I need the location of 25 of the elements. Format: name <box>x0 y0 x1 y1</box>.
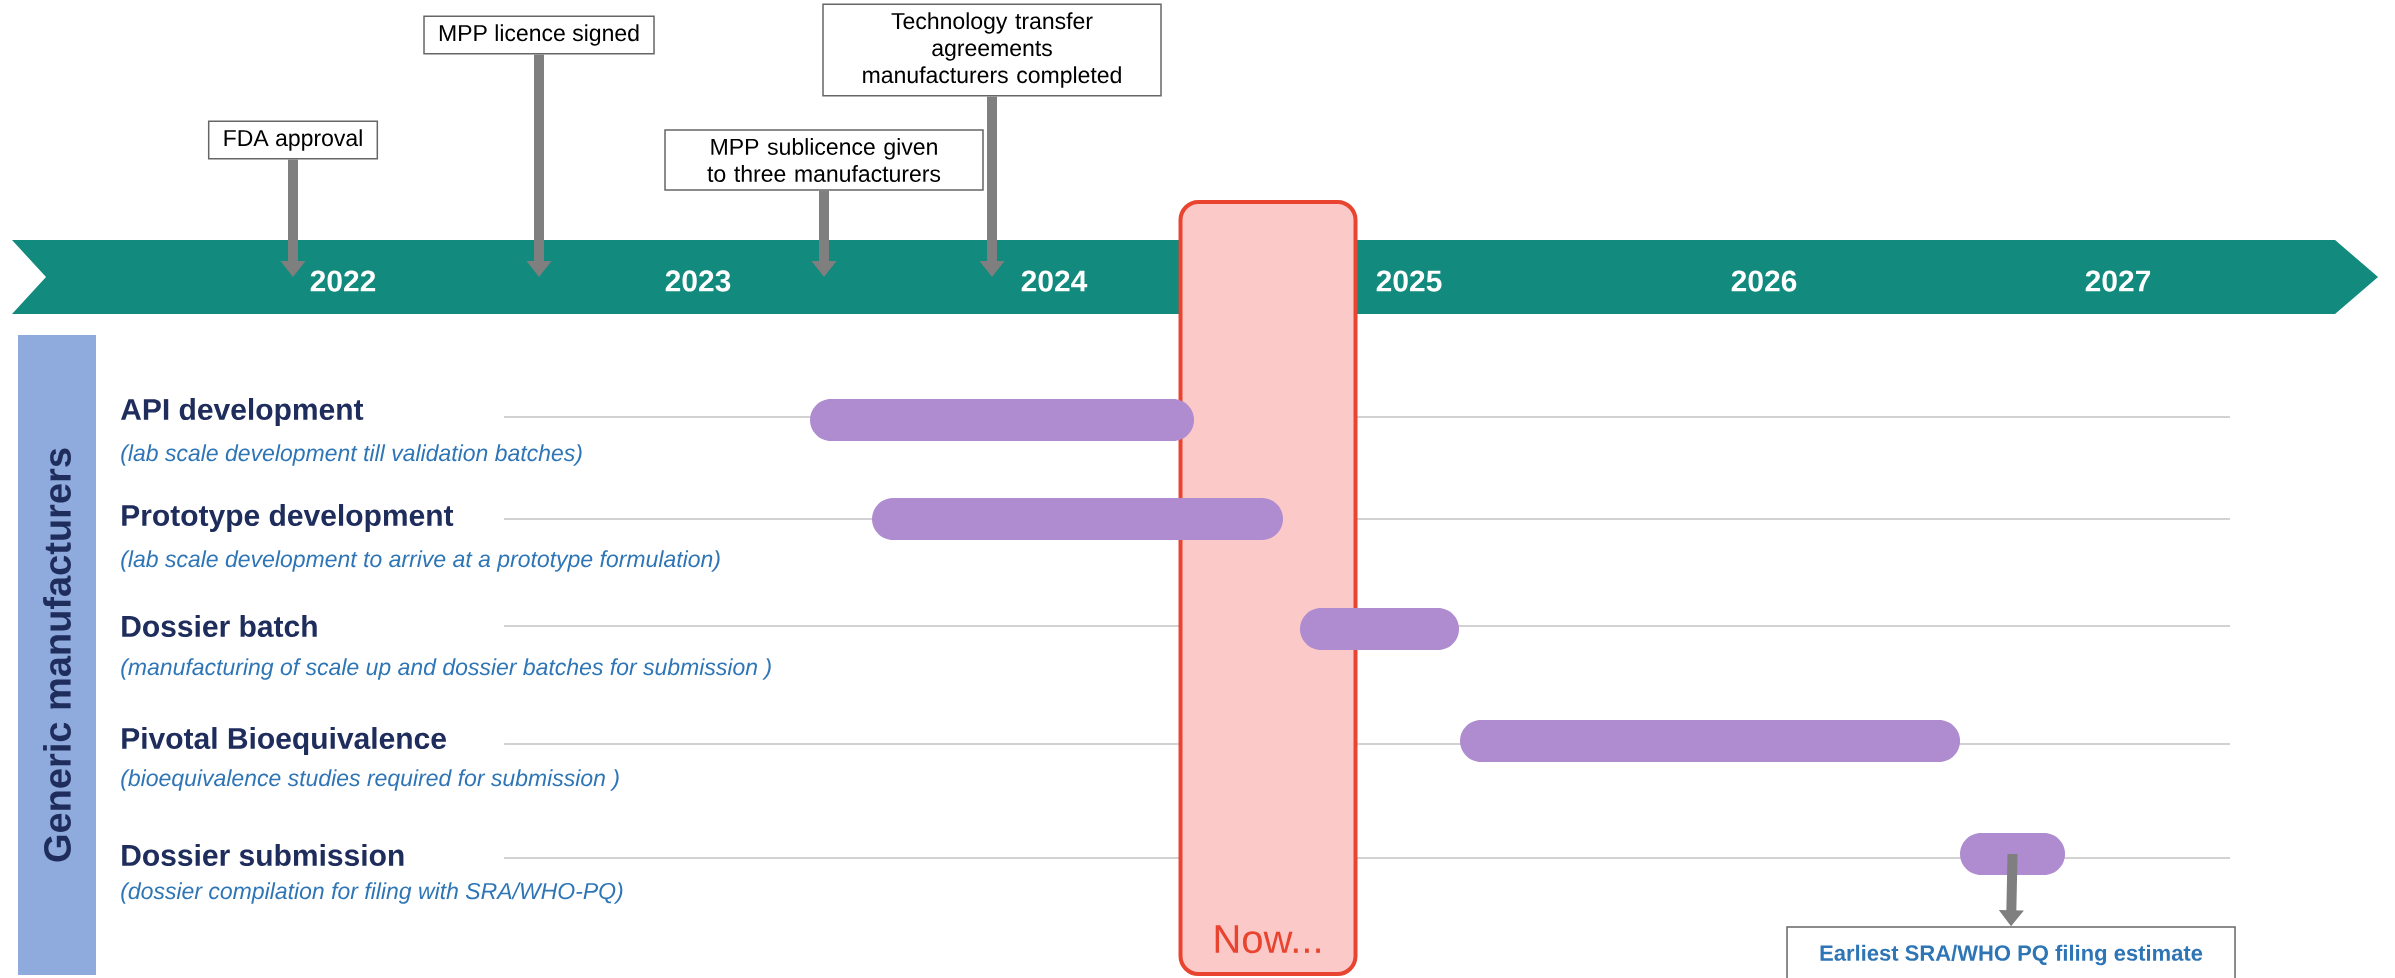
task-bar <box>1300 608 1459 650</box>
year-label: 2026 <box>1731 270 1797 292</box>
callout-box: MPP licence signed <box>423 15 655 55</box>
task-description: (manufacturing of scale up and dossier batches for submission ) <box>121 658 771 680</box>
callout-box: MPP sublicence given to three manufacturers <box>664 129 984 191</box>
task-description: (bioequivalence studies required for submission ) <box>121 769 619 791</box>
task-description: (dossier compilation for filing with SRA/WHO-PQ) <box>121 882 623 904</box>
callout-box: Technology transfer agreements manufacturers completed <box>822 3 1162 97</box>
estimate-box: Earliest SRA/WHO PQ filing estimate <box>1786 926 2236 978</box>
task-bar <box>872 498 1283 540</box>
year-label: 2022 <box>310 270 376 292</box>
task-bar <box>1460 720 1960 762</box>
task-bar <box>1960 833 2066 875</box>
task-description: (lab scale development to arrive at a prototype formulation) <box>121 550 720 572</box>
year-label: 2027 <box>2085 270 2151 292</box>
year-label: 2024 <box>1021 270 1088 292</box>
task-description: (lab scale development till validation batches) <box>121 444 582 466</box>
year-label: 2025 <box>1376 270 1442 292</box>
task-title: API development <box>120 398 364 426</box>
callout-box: FDA approval <box>207 120 379 160</box>
side-band: Generic manufacturers <box>18 335 96 975</box>
now-box: Now... <box>1178 200 1358 976</box>
timeline-band <box>12 240 2379 314</box>
task-bar <box>810 399 1194 441</box>
year-label: 2023 <box>665 270 731 292</box>
